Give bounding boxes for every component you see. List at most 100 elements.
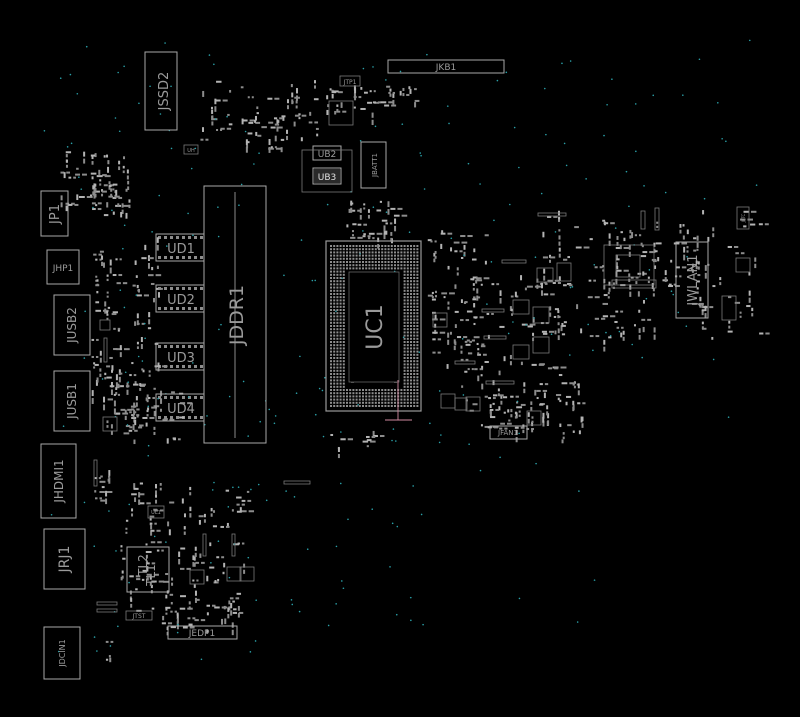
smd-pad	[279, 117, 283, 120]
smd-pad	[217, 578, 220, 582]
smd-pad	[623, 246, 630, 249]
smd-pad	[125, 212, 128, 219]
cpu-ball	[336, 366, 339, 369]
cpu-ball	[352, 254, 355, 257]
smd-pad	[96, 377, 99, 383]
smd-pad	[581, 423, 584, 428]
jp1-connector[interactable]: JP1	[40, 190, 69, 237]
smd-pad	[128, 429, 133, 432]
cpu-ball	[416, 334, 419, 337]
smd-pad	[353, 85, 356, 91]
jddr1-slot[interactable]: JDDR1	[203, 185, 267, 444]
cpu-ball	[349, 251, 352, 254]
jusb2-connector[interactable]: JUSB2	[53, 294, 91, 356]
smd-pad	[362, 235, 366, 238]
jtp1-connector[interactable]: JTP1	[339, 75, 361, 87]
smd-pad	[109, 267, 112, 274]
ub3-chip[interactable]: UB3	[312, 167, 342, 185]
smd-pad	[434, 290, 437, 294]
smd-pad	[123, 156, 126, 160]
jrj1-connector[interactable]: JRJ1	[43, 528, 86, 590]
smd-pad	[476, 342, 479, 346]
ud3-chip[interactable]: UD3	[155, 342, 205, 371]
ud1-chip[interactable]: UD1	[155, 233, 205, 262]
ball-pad	[170, 396, 173, 399]
cpu-ball	[403, 398, 406, 401]
ub2-chip[interactable]: UB2	[312, 145, 342, 161]
uc1-cpu[interactable]: UC1	[325, 240, 422, 421]
via	[565, 164, 568, 167]
smd-pad	[107, 306, 111, 309]
cpu-ball	[368, 248, 371, 251]
cpu-ball	[365, 264, 368, 267]
smd-pad	[120, 385, 124, 388]
ul1-chip[interactable]: UL1	[147, 505, 165, 519]
cpu-ball	[413, 373, 416, 375]
cpu-ball	[365, 267, 368, 270]
tl-transformer[interactable]: TL2 TL1	[126, 546, 170, 593]
cpu-ball	[378, 251, 380, 254]
cpu-ball	[333, 350, 336, 353]
jtst-connector[interactable]: JTST	[125, 610, 153, 621]
smd-pad	[743, 210, 749, 213]
jfan1-connector[interactable]: JFAN1	[489, 425, 528, 440]
cpu-ball	[410, 392, 412, 395]
jhp1-connector[interactable]: JHP1	[46, 249, 80, 285]
cpu-ball	[330, 392, 332, 395]
smd-pad	[214, 580, 217, 584]
smd-pad	[232, 611, 237, 614]
via	[242, 380, 245, 383]
via	[170, 85, 172, 88]
via	[314, 279, 317, 282]
cpu-ball	[330, 385, 332, 388]
smd-pad	[701, 303, 704, 309]
smd-pad	[664, 270, 667, 276]
smd-pad	[473, 316, 478, 319]
jwlan1-connector[interactable]: JWLAN1	[675, 241, 709, 319]
smd-pad	[255, 131, 258, 136]
ball-pad	[194, 256, 197, 259]
ud4-chip[interactable]: UD4	[155, 393, 205, 422]
cpu-ball	[342, 309, 345, 311]
cpu-ball	[413, 299, 416, 302]
smd-pad	[561, 439, 564, 444]
smd-pad	[637, 291, 640, 297]
smd-pad	[487, 334, 490, 339]
jssd2-connector[interactable]: JSSD2	[144, 51, 178, 131]
smd-pad	[268, 147, 274, 150]
via	[634, 103, 637, 105]
via	[569, 60, 572, 62]
smd-pad	[189, 506, 192, 512]
cpu-ball	[358, 264, 361, 267]
cpu-ball	[333, 251, 336, 254]
cpu-ball	[349, 254, 352, 257]
jkb1-connector[interactable]: JKB1	[387, 59, 505, 74]
jbatt1-connector[interactable]: JBATT1	[360, 141, 387, 189]
jedp1-connector[interactable]: JEDP1	[167, 625, 238, 640]
smd-pad	[156, 529, 161, 532]
cpu-ball	[333, 273, 336, 276]
cpu-ball	[410, 251, 412, 254]
jusb1-connector[interactable]: JUSB1	[53, 370, 91, 432]
jdcin1-connector[interactable]: JDCIN1	[43, 626, 81, 680]
ud2-chip[interactable]: UD2	[155, 284, 205, 313]
smd-pad	[112, 274, 117, 277]
smd-pad	[214, 606, 220, 609]
uh-chip[interactable]: UH	[183, 144, 199, 155]
cpu-ball	[410, 309, 412, 311]
smd-pad	[460, 256, 464, 259]
ball-pad	[158, 345, 161, 348]
ball-pad	[200, 396, 203, 399]
cpu-ball	[406, 369, 409, 372]
cpu-ball	[390, 401, 393, 404]
jrtc-connector[interactable]: JRTC	[736, 206, 750, 230]
jhdmi1-connector[interactable]: JHDMI1	[40, 443, 77, 519]
smd-pad	[523, 388, 526, 394]
cpu-ball	[413, 366, 416, 369]
cpu-ball	[416, 277, 419, 279]
smd-pad	[454, 324, 457, 328]
via	[426, 53, 428, 56]
smd-pad	[216, 128, 219, 131]
cpu-ball	[410, 296, 412, 299]
smd-pad	[148, 312, 151, 318]
